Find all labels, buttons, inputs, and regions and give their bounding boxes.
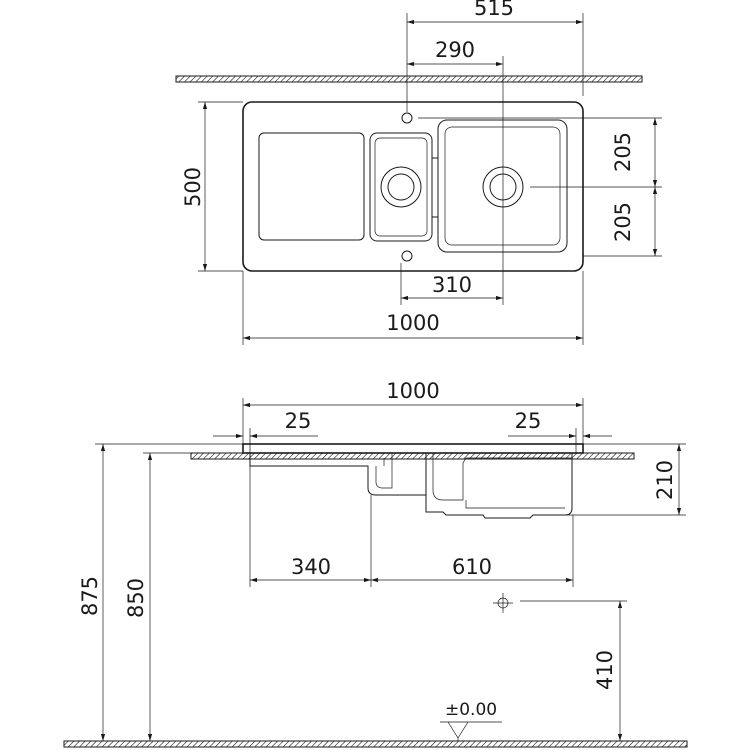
- small-bowl-outer: [369, 132, 433, 242]
- sink-outline: [242, 101, 584, 272]
- small-bowl-drain-outer: [380, 166, 422, 208]
- dim-25-right: 25: [508, 409, 612, 453]
- dim-850: 850: [124, 452, 191, 741]
- dim-410-label: 410: [593, 650, 617, 690]
- drain-symbol: [493, 593, 627, 613]
- floor-level-label: ±0.00: [445, 700, 497, 720]
- dim-310: 310: [400, 263, 503, 305]
- worktop-strip-top: [175, 75, 643, 83]
- dim-515: 515: [406, 0, 584, 112]
- sink-body-profile: [249, 453, 573, 519]
- top-view: 515 290 310 500 205 20: [175, 0, 662, 345]
- dim-875-label: 875: [78, 576, 102, 616]
- dim-410: 410: [593, 601, 623, 741]
- main-bowl-outer: [437, 119, 568, 253]
- small-bowl-inner: [374, 137, 428, 237]
- dim-500-label: 500: [181, 167, 205, 207]
- dim-210-label: 210: [653, 460, 677, 500]
- main-bowl-inner: [444, 126, 561, 246]
- tap-hole-top: [401, 112, 413, 124]
- dim-25-left-label: 25: [285, 409, 312, 433]
- dim-205: 205 205: [418, 117, 662, 257]
- tap-hole-bottom: [401, 250, 413, 262]
- sink-rim: [242, 443, 584, 454]
- dim-290: 290: [407, 38, 504, 305]
- dim-515-label: 515: [474, 0, 514, 20]
- dim-25-right-label: 25: [515, 409, 542, 433]
- dim-1000-side: 1000: [242, 379, 584, 444]
- side-view: 1000 25 25 210: [63, 379, 688, 748]
- dim-310-label: 310: [432, 273, 472, 297]
- small-bowl-drain-inner: [387, 173, 415, 201]
- dim-875: 875: [78, 443, 243, 741]
- dim-340-610: 340 610: [249, 466, 574, 587]
- dim-205-top-label: 205: [611, 132, 635, 172]
- dim-25-left: 25: [213, 409, 318, 453]
- drainer-area: [258, 132, 365, 241]
- dim-610-label: 610: [452, 555, 492, 579]
- dim-850-label: 850: [124, 578, 148, 618]
- dim-1000-top-label: 1000: [386, 311, 439, 335]
- dim-340-label: 340: [291, 555, 331, 579]
- dim-290-label: 290: [435, 38, 475, 62]
- dim-210: 210: [533, 443, 686, 516]
- dim-500: 500: [181, 101, 243, 272]
- floor-strip: [63, 740, 688, 748]
- floor-level-marker: ±0.00: [440, 700, 502, 741]
- dim-1000-top: 1000: [242, 271, 584, 345]
- dim-1000-side-label: 1000: [386, 379, 439, 403]
- dim-205-bottom-label: 205: [611, 202, 635, 242]
